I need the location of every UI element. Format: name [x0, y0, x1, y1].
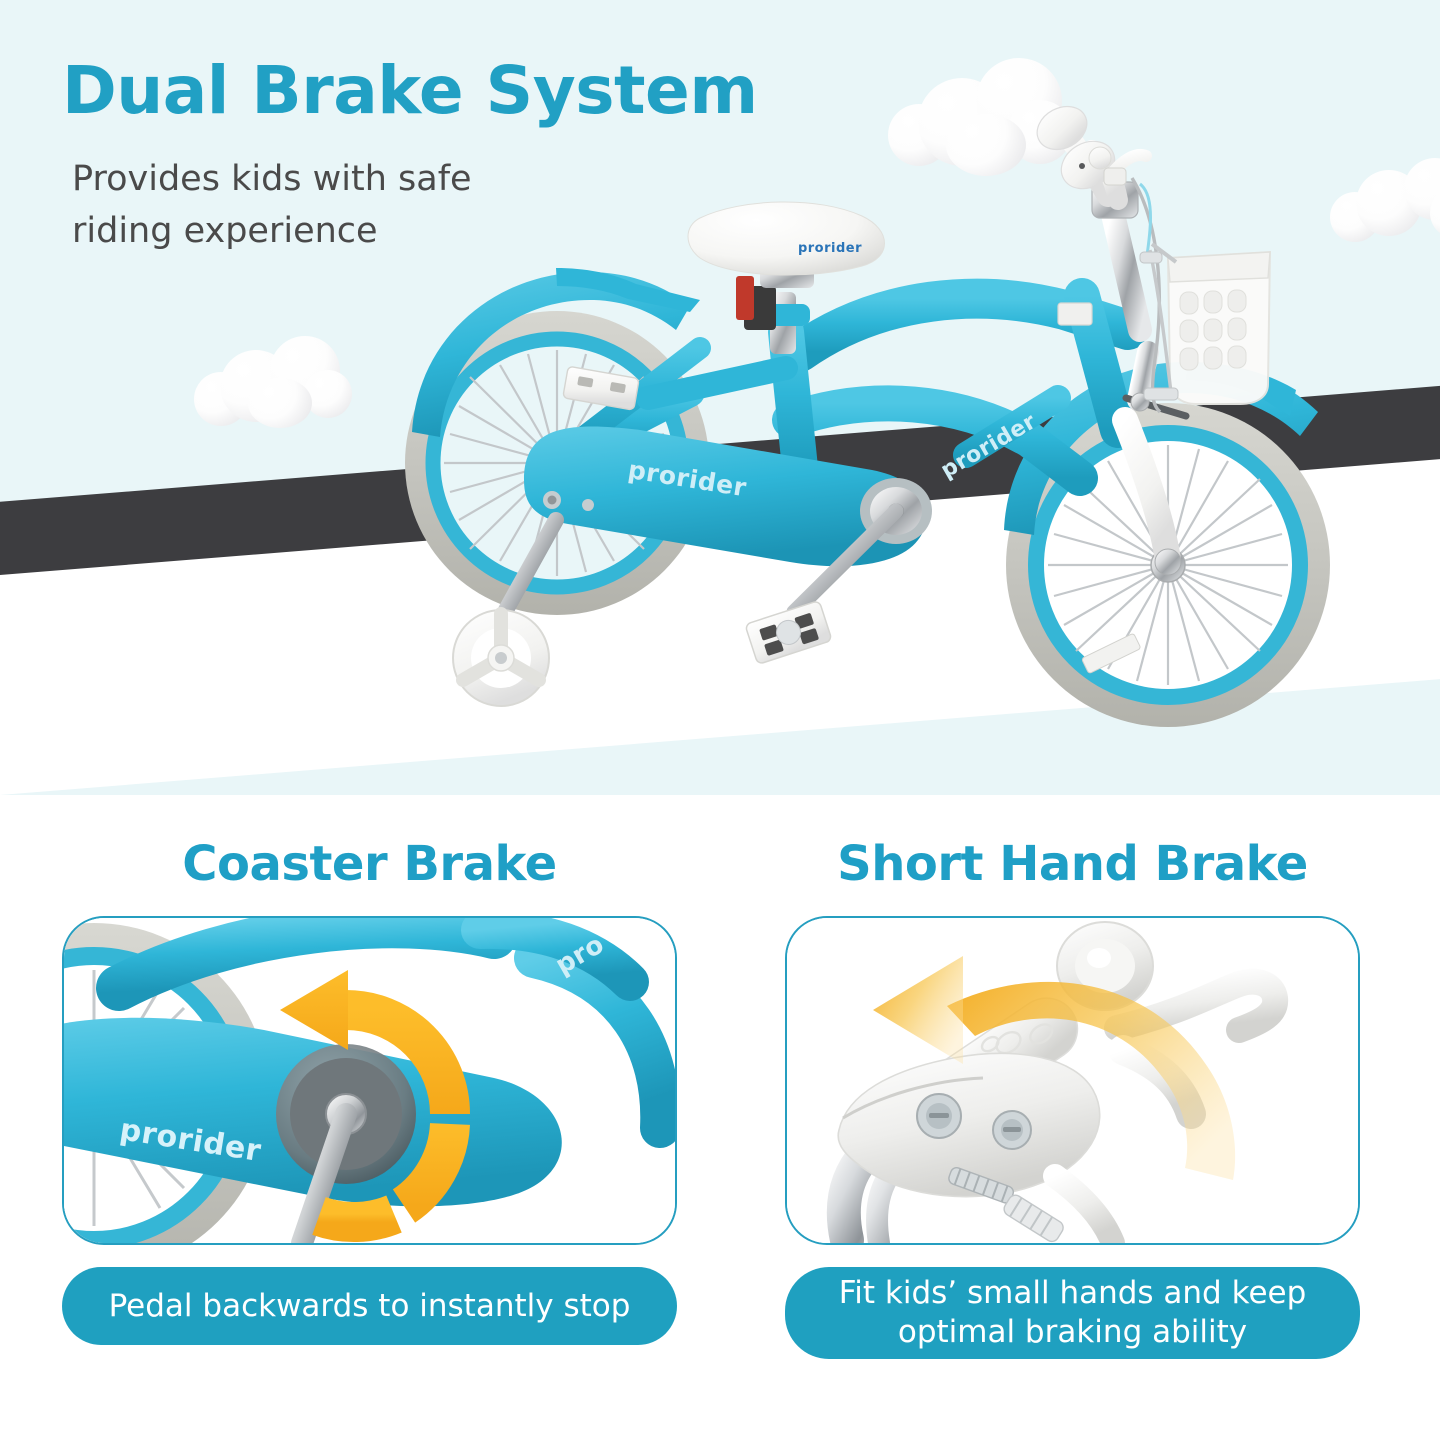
hero-section: prorider: [0, 0, 1440, 795]
caption-hand-brake-text: Fit kids’ small hands and keep optimal b…: [839, 1274, 1307, 1352]
hand-brake-photo: [787, 918, 1358, 1243]
cloud-icon: [192, 332, 352, 430]
hero-headline: Dual Brake System Provides kids with saf…: [62, 58, 822, 258]
caption-coaster-brake: Pedal backwards to instantly stop: [62, 1267, 677, 1345]
hero-subtitle: Provides kids with safe riding experienc…: [72, 154, 592, 258]
cloud-icon: [1330, 158, 1440, 248]
page-title: Dual Brake System: [62, 52, 758, 129]
feature-title-coaster: Coaster Brake: [182, 836, 557, 892]
cloud-icon: [880, 52, 1080, 176]
caption-hand-brake-line1: Fit kids’ small hands and keep: [838, 1275, 1307, 1312]
hero-subtitle-line2: riding experience: [72, 210, 378, 251]
caption-hand-brake: Fit kids’ small hands and keep optimal b…: [785, 1267, 1360, 1359]
coaster-brake-photo: pro prorider: [64, 918, 675, 1243]
panel-hand-brake: [785, 916, 1360, 1245]
feature-title-hand-brake: Short Hand Brake: [837, 836, 1308, 892]
caption-hand-brake-line2: optimal braking ability: [897, 1314, 1248, 1350]
features-section: Coaster Brake: [0, 795, 1440, 1440]
feature-coaster-brake: Coaster Brake: [62, 795, 677, 1345]
hero-subtitle-line1: Provides kids with safe: [72, 159, 472, 199]
rotation-arrow-icon: [280, 970, 470, 1242]
panel-coaster-brake: pro prorider: [62, 916, 677, 1245]
feature-hand-brake: Short Hand Brake: [785, 795, 1360, 1359]
caption-coaster-text: Pedal backwards to instantly stop: [108, 1287, 631, 1324]
squeeze-arrow-icon: [873, 956, 1236, 1180]
